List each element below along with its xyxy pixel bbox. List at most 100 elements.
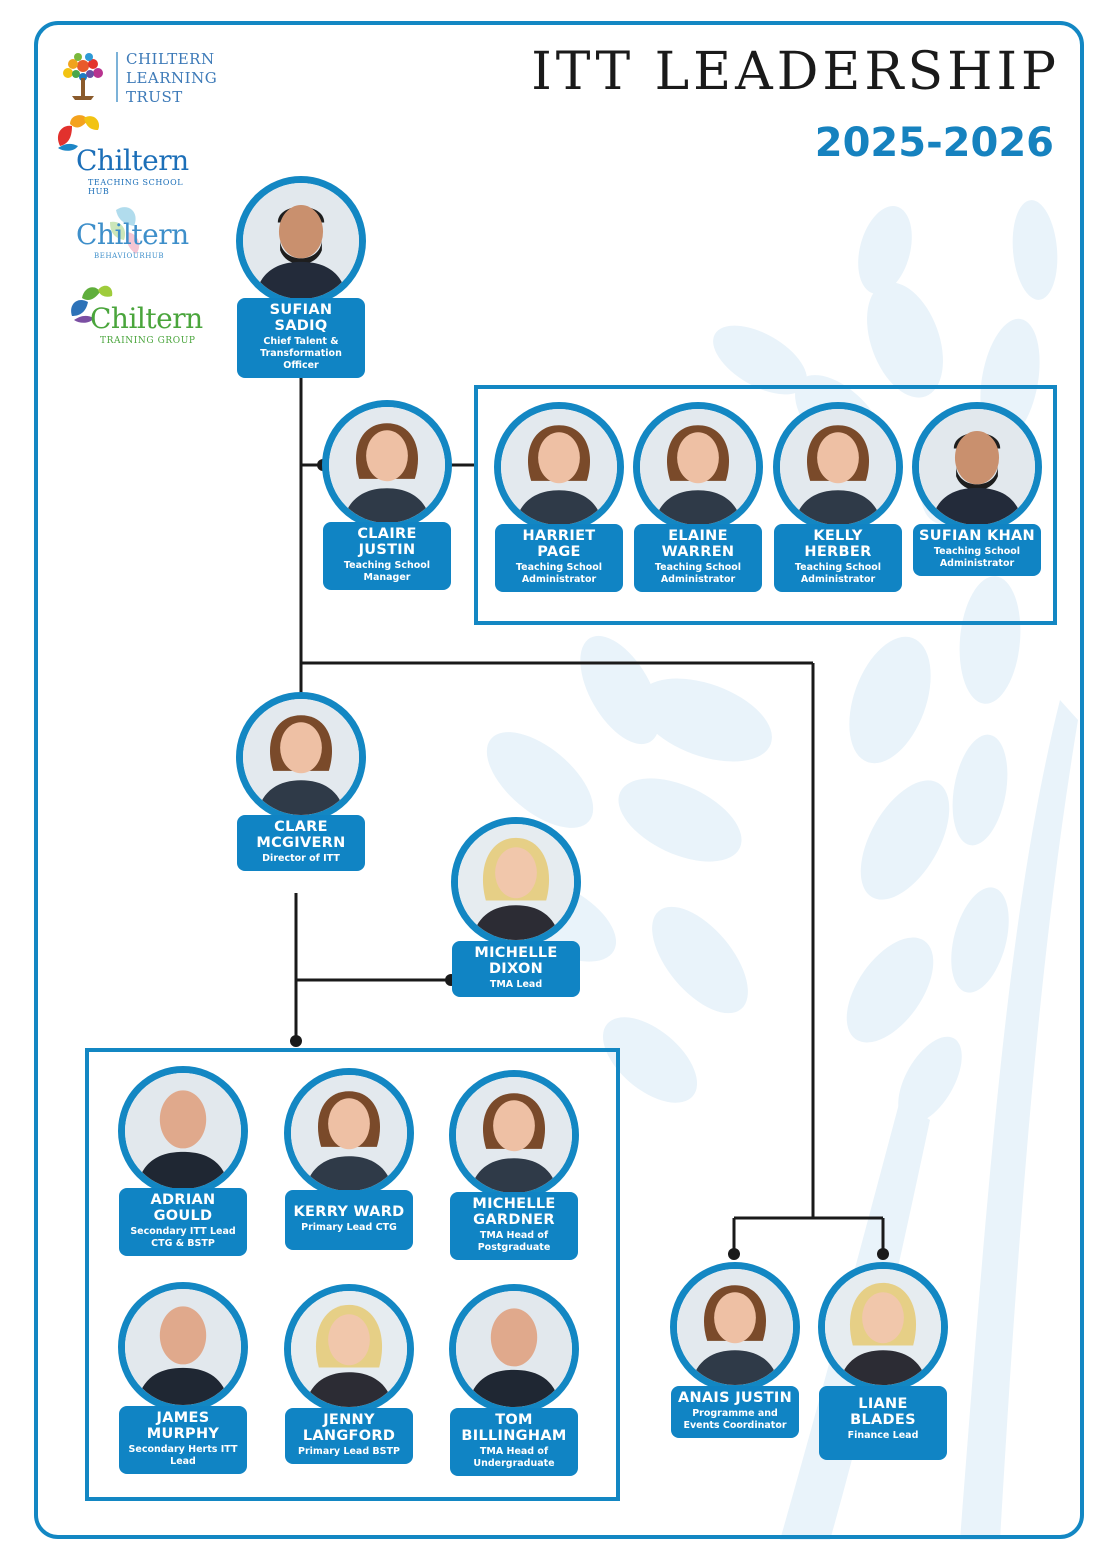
logo-text-line2: LEARNING bbox=[126, 69, 218, 87]
name-card: JAMES MURPHY Secondary Herts ITT Lead bbox=[119, 1406, 247, 1474]
tree-icon bbox=[63, 53, 103, 100]
avatar bbox=[912, 402, 1042, 532]
person-role: Programme and Events Coordinator bbox=[683, 1408, 787, 1431]
person-name: JENNY LANGFORD bbox=[302, 1412, 396, 1444]
name-card: TOM BILLINGHAM TMA Head of Undergraduate bbox=[450, 1408, 578, 1476]
behaviour-logo-subtitle: BEHAVIOURHUB bbox=[94, 252, 165, 260]
portrait-image bbox=[243, 183, 359, 299]
person-role: Teaching School Administrator bbox=[654, 562, 742, 585]
name-card: MICHELLE GARDNER TMA Head of Postgraduat… bbox=[450, 1192, 578, 1260]
person-role: Chief Talent & Transformation Officer bbox=[260, 336, 342, 371]
portrait-image bbox=[456, 1077, 572, 1193]
person-name: ANAIS JUSTIN bbox=[677, 1390, 793, 1406]
avatar bbox=[670, 1262, 800, 1392]
person-name: TOM BILLINGHAM bbox=[461, 1412, 567, 1444]
avatar bbox=[284, 1284, 414, 1414]
name-card: CLAIRE JUSTIN Teaching School Manager bbox=[323, 522, 451, 590]
portrait-image bbox=[458, 824, 574, 940]
name-card: KELLY HERBER Teaching School Administrat… bbox=[774, 524, 902, 592]
portrait-image bbox=[291, 1291, 407, 1407]
logo-divider bbox=[116, 52, 118, 102]
page-title: ITT LEADERSHIP bbox=[531, 42, 1060, 102]
portrait-image bbox=[456, 1291, 572, 1407]
name-card: SUFIAN SADIQ Chief Talent & Transformati… bbox=[237, 298, 365, 378]
person-name: CLAIRE JUSTIN bbox=[357, 526, 417, 558]
training-logo-subtitle: TRAINING GROUP bbox=[100, 336, 196, 346]
portrait-image bbox=[640, 409, 756, 525]
name-card: ADRIAN GOULD Secondary ITT Lead CTG & BS… bbox=[119, 1188, 247, 1256]
person-role: Secondary ITT Lead CTG & BSTP bbox=[130, 1226, 236, 1249]
logo-text-line3: TRUST bbox=[126, 88, 183, 106]
person-role: Teaching School Manager bbox=[343, 560, 431, 583]
hub-logo-subtitle: TEACHING SCHOOL HUB bbox=[88, 178, 184, 196]
avatar bbox=[449, 1070, 579, 1200]
petals-icon bbox=[110, 207, 140, 254]
person-role: Teaching School Administrator bbox=[933, 546, 1021, 569]
person-name: ELAINE WARREN bbox=[661, 528, 735, 560]
avatar bbox=[633, 402, 763, 532]
person-name: KELLY HERBER bbox=[804, 528, 872, 560]
avatar bbox=[236, 176, 366, 306]
portrait-image bbox=[825, 1269, 941, 1385]
person-name: MICHELLE GARDNER bbox=[472, 1196, 556, 1228]
portrait-image bbox=[243, 699, 359, 815]
itt-leads-group bbox=[85, 1048, 620, 1501]
avatar bbox=[118, 1066, 248, 1196]
logo-text-line1: CHILTERN bbox=[126, 50, 215, 68]
leaves-icon bbox=[71, 285, 113, 323]
portrait-image bbox=[501, 409, 617, 525]
person-role: TMA Head of Undergraduate bbox=[473, 1446, 555, 1469]
portrait-image bbox=[125, 1289, 241, 1405]
person-name: SUFIAN SADIQ bbox=[269, 302, 333, 334]
portrait-image bbox=[291, 1075, 407, 1191]
person-role: Teaching School Administrator bbox=[515, 562, 603, 585]
avatar bbox=[451, 817, 581, 947]
page-border bbox=[34, 21, 1084, 1539]
avatar bbox=[236, 692, 366, 822]
chiltern-teaching-school-hub-logo: Chiltern TEACHING SCHOOL HUB bbox=[54, 112, 194, 196]
person-role: TMA Head of Postgraduate bbox=[477, 1230, 551, 1253]
person-name: LIANE BLADES bbox=[850, 1396, 916, 1428]
portrait-image bbox=[677, 1269, 793, 1385]
name-card: ELAINE WARREN Teaching School Administra… bbox=[634, 524, 762, 592]
avatar bbox=[284, 1068, 414, 1198]
name-card: MICHELLE DIXON TMA Lead bbox=[452, 941, 580, 997]
avatar bbox=[118, 1282, 248, 1412]
person-name: CLARE MCGIVERN bbox=[256, 819, 346, 851]
avatar bbox=[773, 402, 903, 532]
person-name: KERRY WARD bbox=[293, 1204, 405, 1220]
avatar bbox=[494, 402, 624, 532]
administrators-group bbox=[474, 385, 1057, 625]
name-card: CLARE MCGIVERN Director of ITT bbox=[237, 815, 365, 871]
person-name: JAMES MURPHY bbox=[146, 1410, 220, 1442]
person-name: SUFIAN KHAN bbox=[919, 528, 1035, 544]
hub-logo-word: Chiltern bbox=[76, 144, 189, 177]
portrait-image bbox=[329, 407, 445, 523]
portrait-image bbox=[125, 1073, 241, 1189]
person-role: Primary Lead BSTP bbox=[298, 1446, 400, 1457]
person-role: TMA Lead bbox=[489, 979, 543, 990]
name-card: SUFIAN KHAN Teaching School Administrato… bbox=[913, 524, 1041, 576]
name-card: JENNY LANGFORD Primary Lead BSTP bbox=[285, 1408, 413, 1464]
avatar bbox=[449, 1284, 579, 1414]
portrait-image bbox=[780, 409, 896, 525]
name-card: KERRY WARD Primary Lead CTG bbox=[285, 1190, 413, 1250]
chiltern-learning-trust-logo: CHILTERN LEARNING TRUST bbox=[58, 50, 218, 106]
avatar bbox=[818, 1262, 948, 1392]
behaviour-logo-word: Chiltern bbox=[76, 218, 189, 251]
person-role: Teaching School Administrator bbox=[794, 562, 882, 585]
petals-icon bbox=[57, 115, 100, 151]
portrait-image bbox=[919, 409, 1035, 525]
name-card: ANAIS JUSTIN Programme and Events Coordi… bbox=[671, 1386, 799, 1438]
name-card: HARRIET PAGE Teaching School Administrat… bbox=[495, 524, 623, 592]
person-name: MICHELLE DIXON bbox=[474, 945, 558, 977]
person-role: Finance Lead bbox=[847, 1430, 919, 1441]
chiltern-behaviour-hub-logo: Chiltern BEHAVIOURHUB bbox=[76, 202, 196, 264]
person-name: ADRIAN GOULD bbox=[150, 1192, 216, 1224]
chiltern-training-group-logo: Chiltern TRAINING GROUP bbox=[68, 280, 203, 348]
avatar bbox=[322, 400, 452, 530]
academic-year: 2025-2026 bbox=[814, 120, 1054, 166]
name-card: LIANE BLADES Finance Lead bbox=[819, 1386, 947, 1460]
person-name: HARRIET PAGE bbox=[522, 528, 596, 560]
